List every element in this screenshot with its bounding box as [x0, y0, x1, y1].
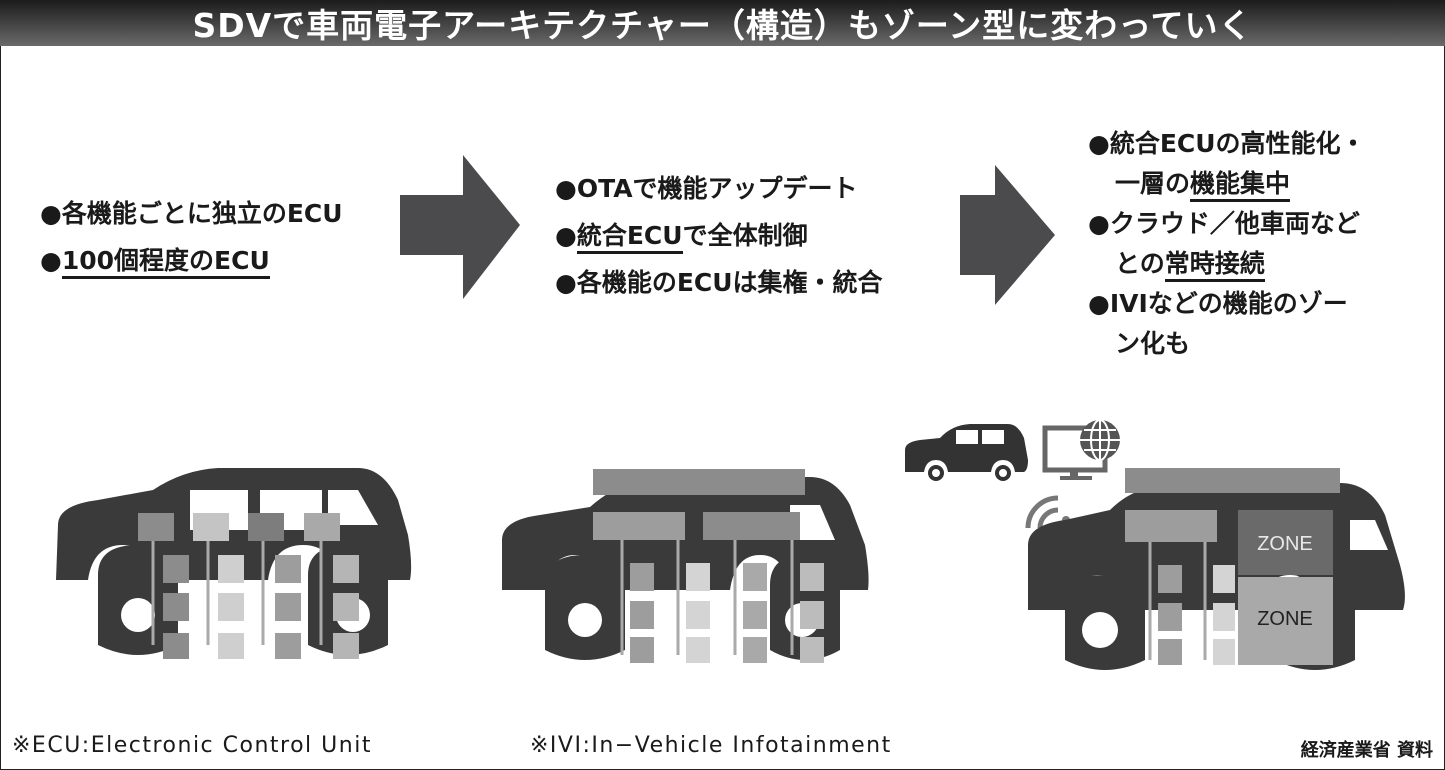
bullet-item: ●統合ECUで全体制御 — [555, 212, 883, 259]
small-car-icon — [905, 424, 1028, 481]
bullet-item: ●統合ECUの高性能化・ — [1088, 129, 1366, 158]
bullet-item: ●OTAで機能アップデート — [555, 174, 858, 203]
bullet-item: 一層の機能集中 — [1088, 164, 1366, 204]
underlined-text: 常時接続 — [1164, 249, 1265, 282]
underlined-text: 機能集中 — [1190, 169, 1291, 202]
car-distributed-ecu-icon — [56, 468, 412, 659]
bullet-item: ン化も — [1115, 329, 1191, 358]
bullet-item: ●各機能ごとに独立のECU — [40, 199, 343, 228]
stage-2-text: ●OTAで機能アップデート ●統合ECUで全体制御 ●各機能のECUは集権・統合 — [555, 165, 883, 306]
right-arrow-icon — [400, 155, 520, 299]
bullet-item: との常時接続 — [1088, 244, 1366, 284]
page-title: SDVで車両電子アーキテクチャー（構造）もゾーン型に変わっていく — [192, 6, 1253, 45]
zone-label: ZONE — [1257, 608, 1313, 630]
stage-1-text: ●各機能ごとに独立のECU ●100個程度のECU — [40, 190, 343, 284]
bullet-item: ●各機能のECUは集権・統合 — [555, 268, 883, 297]
footnote-ecu: ※ECU:Electronic Control Unit — [12, 733, 372, 758]
underlined-text: 100個程度のECU — [61, 246, 270, 279]
underlined-text: 統合ECU — [576, 221, 683, 254]
car-zonal-ecu-icon: ZONE ZONE — [1028, 468, 1405, 670]
monitor-globe-icon — [1042, 420, 1120, 480]
right-arrow-icon — [960, 165, 1055, 305]
source-credit: 経済産業省 資料 — [1300, 740, 1433, 761]
title-bar: SDVで車両電子アーキテクチャー（構造）もゾーン型に変わっていく — [0, 0, 1445, 46]
car-centralized-ecu-icon — [502, 469, 869, 663]
bullet-item: ●クラウド／他車両など — [1088, 209, 1360, 238]
connectivity-icons — [905, 420, 1120, 529]
zone-label: ZONE — [1257, 533, 1313, 555]
footnote-ivi: ※IVI:In−Vehicle Infotainment — [530, 733, 892, 758]
stage-3-text: ●統合ECUの高性能化・ 一層の機能集中 ●クラウド／他車両など との常時接続 … — [1088, 124, 1366, 364]
bullet-item: ●100個程度のECU — [40, 237, 343, 284]
bullet-item: ●IVIなどの機能のゾー — [1088, 289, 1348, 318]
